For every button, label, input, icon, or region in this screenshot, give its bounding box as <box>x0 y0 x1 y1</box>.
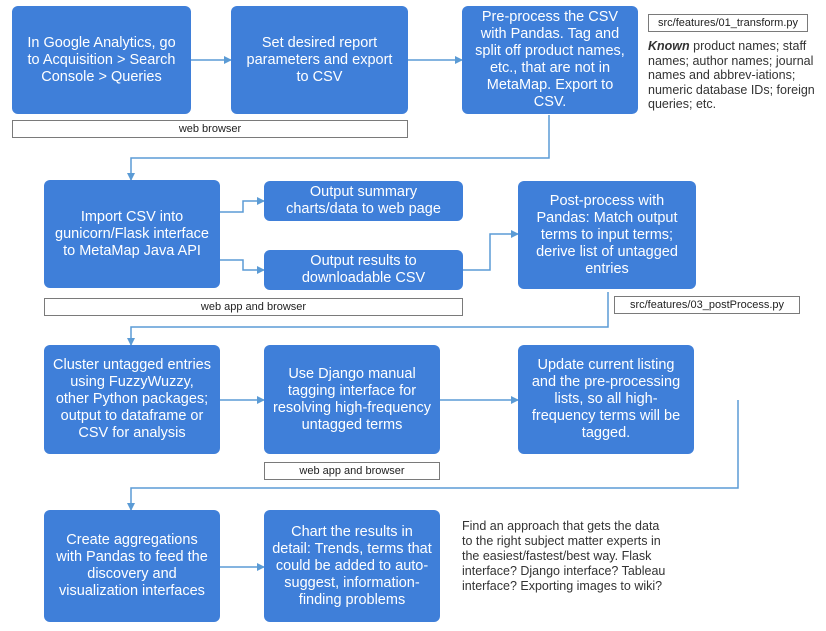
step-google-analytics: In Google Analytics, go to Acquisition >… <box>12 6 191 114</box>
label-web-app-browser-1: web app and browser <box>44 298 463 316</box>
step-chart-results: Chart the results in detail: Trends, ter… <box>264 510 440 622</box>
step-create-aggregations: Create aggregations with Pandas to feed … <box>44 510 220 622</box>
arrow-b6-b7 <box>463 230 519 271</box>
step-text: Output summary charts/data to web page <box>286 184 441 217</box>
step-text: Import CSV into gunicorn/Flask interface… <box>55 208 209 259</box>
step-text: Pre-process the CSV with Pandas. Tag and… <box>475 9 625 110</box>
step-postprocess: Post-process with Pandas: Match output t… <box>518 181 696 289</box>
arrow-b4-b5 <box>220 197 265 213</box>
step-text: Output results to downloadable CSV <box>301 253 426 286</box>
arrow-b10-b11 <box>127 400 739 511</box>
known-names-note: Known product names; staff names; author… <box>648 39 815 111</box>
step-cluster-untagged: Cluster untagged entries using FuzzyWuzz… <box>44 345 220 454</box>
step-export-csv: Set desired report parameters and export… <box>231 6 408 114</box>
arrow-b4-b6 <box>220 259 265 274</box>
label-web-app-browser-2: web app and browser <box>264 462 440 480</box>
step-text: Post-process with Pandas: Match output t… <box>536 192 678 277</box>
label-postprocess-file: src/features/03_postProcess.py <box>614 296 800 314</box>
step-update-listing: Update current listing and the pre-proce… <box>518 345 694 454</box>
step-text: Cluster untagged entries using FuzzyWuzz… <box>53 357 211 441</box>
step-output-summary: Output summary charts/data to web page <box>264 181 463 221</box>
final-note: Find an approach that gets the data to t… <box>462 519 666 593</box>
step-text: In Google Analytics, go to Acquisition >… <box>27 34 176 85</box>
step-output-results: Output results to downloadable CSV <box>264 250 463 290</box>
step-text: Update current listing and the pre-proce… <box>531 357 681 441</box>
arrow-b7-b8 <box>127 292 609 346</box>
arrow-b3-b4 <box>127 115 550 181</box>
step-import-csv-flask: Import CSV into gunicorn/Flask interface… <box>44 180 220 288</box>
label-transform-file: src/features/01_transform.py <box>648 14 808 32</box>
step-preprocess-csv: Pre-process the CSV with Pandas. Tag and… <box>462 6 638 114</box>
step-text: Set desired report parameters and export… <box>246 34 393 85</box>
step-django-tagging: Use Django manual tagging interface for … <box>264 345 440 454</box>
step-text: Use Django manual tagging interface for … <box>273 365 431 433</box>
step-text: Create aggregations with Pandas to feed … <box>56 532 208 599</box>
label-web-browser: web browser <box>12 120 408 138</box>
step-text: Chart the results in detail: Trends, ter… <box>272 523 432 608</box>
